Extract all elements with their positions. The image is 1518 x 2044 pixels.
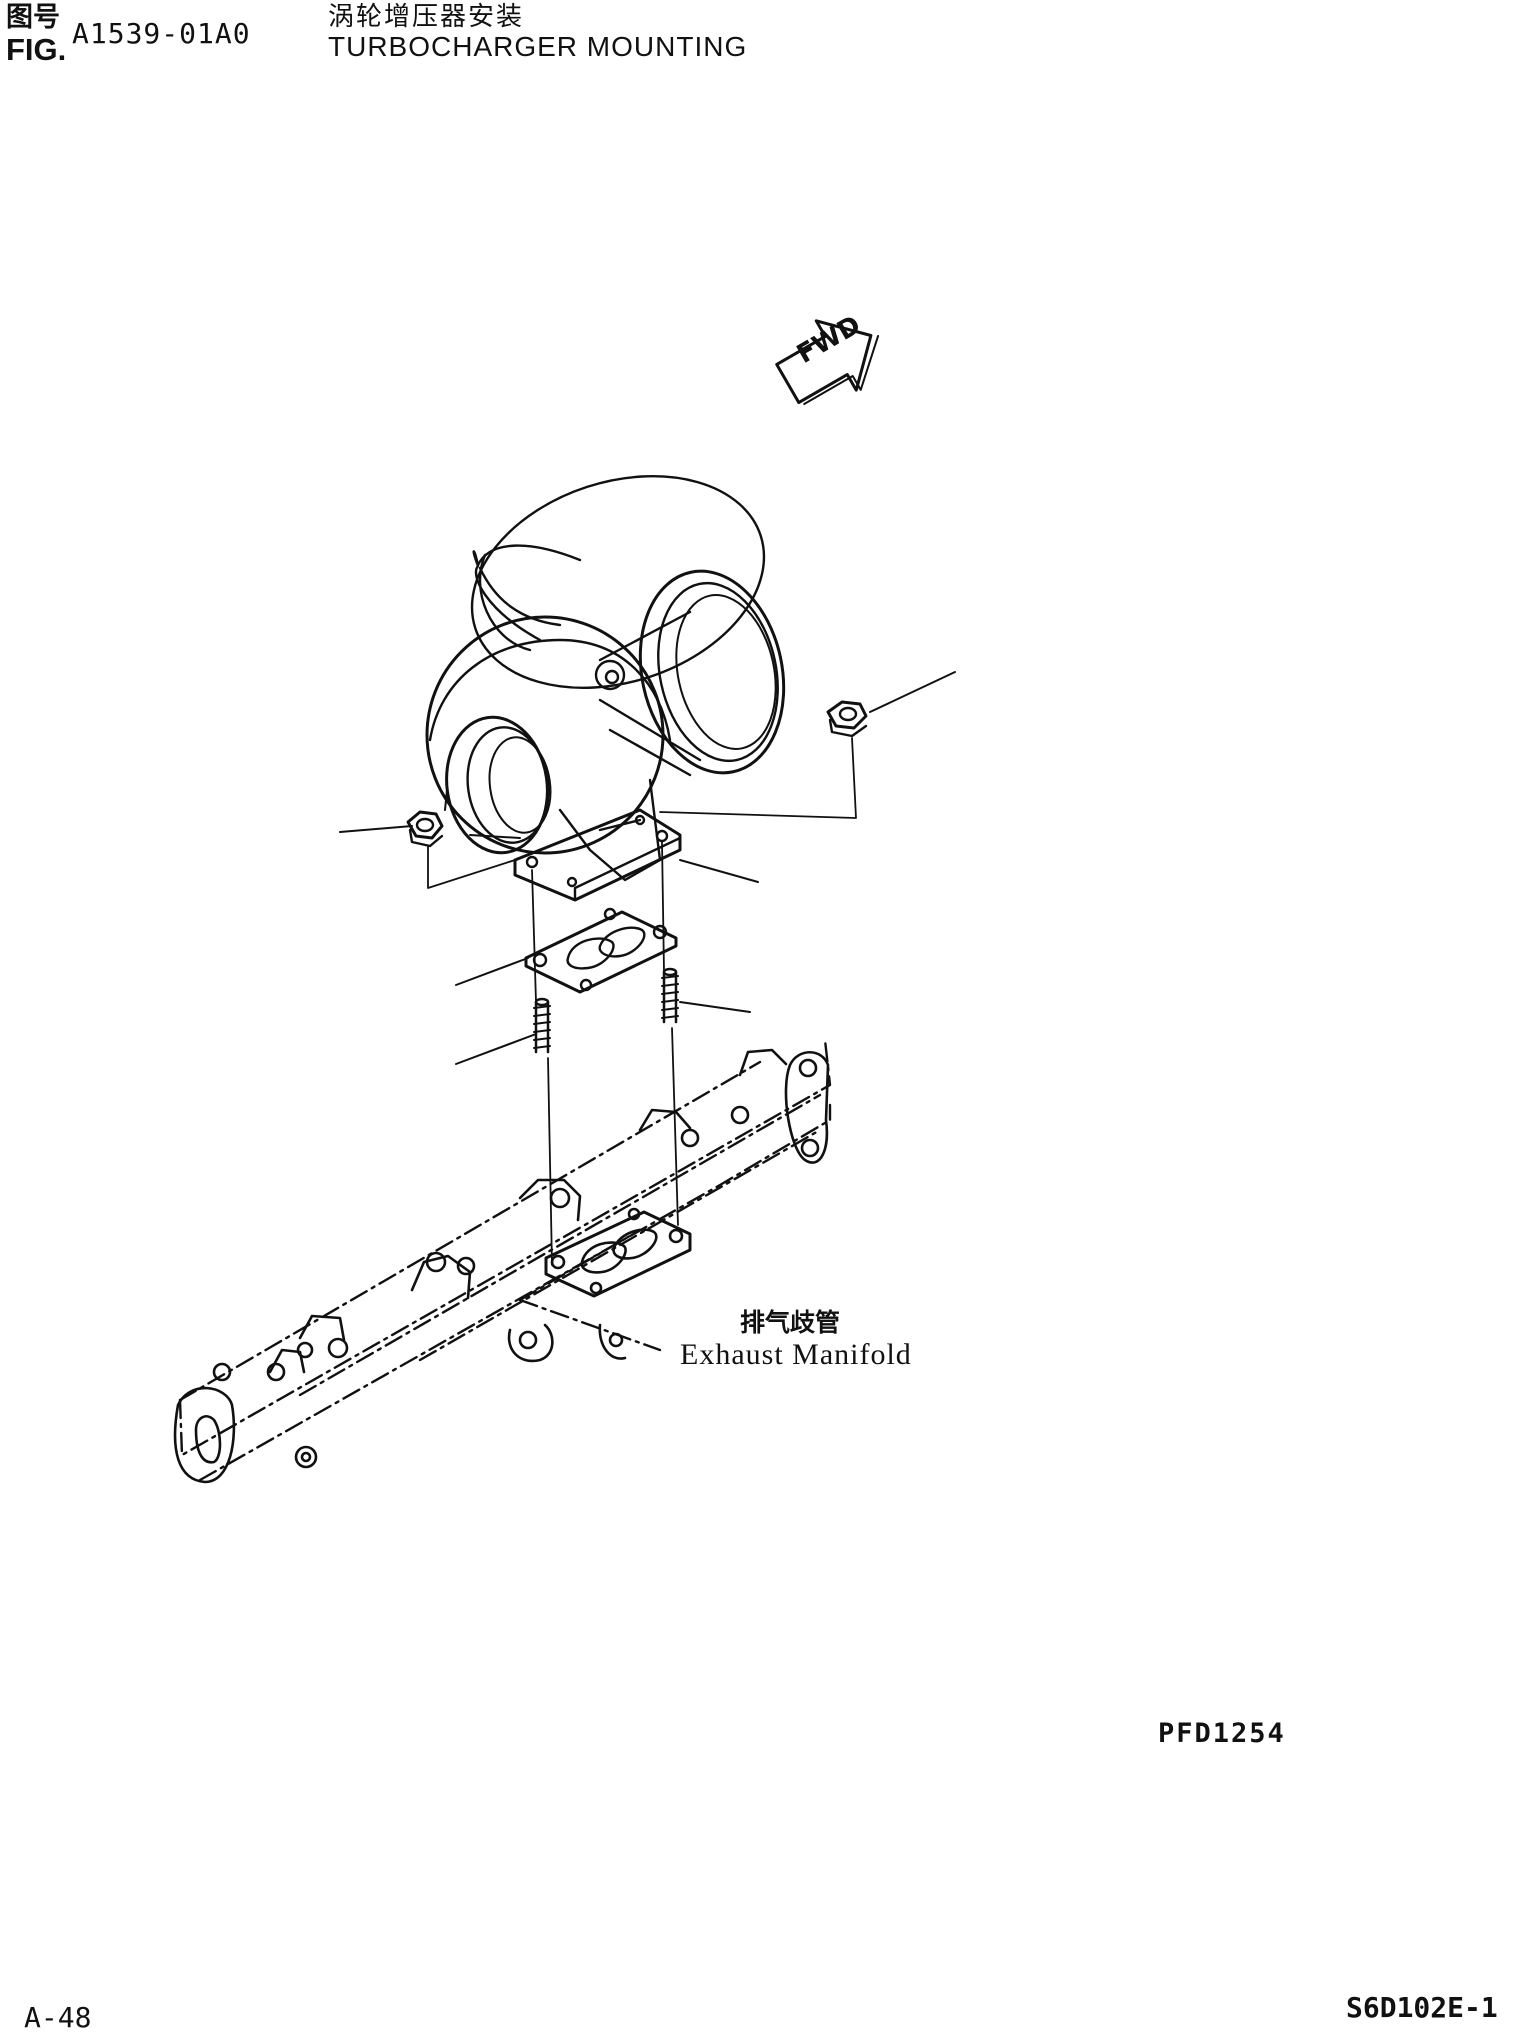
model-code: S6D102E-1 [1346,1991,1498,2024]
turbocharger [427,441,802,900]
figure-label-en: FIG. [6,32,67,67]
fwd-arrow-icon [768,298,897,420]
leader-lines [340,672,955,1064]
figure-label-zh: 图号 [6,2,60,33]
title-zh: 涡轮增压器安装 [328,2,525,32]
stud-right-icon [662,969,678,1022]
nut-left-icon [408,812,442,846]
exhaust-manifold [180,1040,830,1480]
assembly-lines [428,738,856,1265]
exhaust-manifold-label-zh: 排气歧管 [740,1308,841,1337]
stud-left-icon [534,999,550,1052]
exhaust-manifold-label-en: Exhaust Manifold [680,1338,912,1371]
exhaust-manifold-solid [175,1050,828,1482]
drawing-code: PFD1254 [1158,1718,1286,1749]
figure-number: A1539-01A0 [72,17,251,50]
title-en: TURBOCHARGER MOUNTING [328,31,748,62]
nut-right-icon [828,702,866,736]
gasket [526,909,676,992]
page-number: A-48 [24,2001,92,2034]
